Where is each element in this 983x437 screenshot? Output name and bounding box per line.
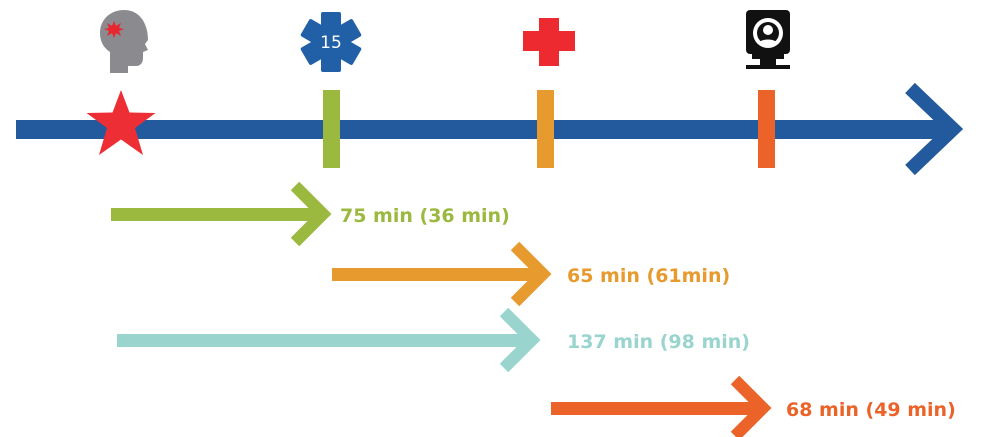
duration-ems-to-hospital: 65 min (61min) bbox=[332, 241, 730, 307]
event-ems: 15 bbox=[300, 12, 362, 168]
imaging-tick bbox=[758, 90, 775, 168]
mri-scanner-icon bbox=[746, 10, 790, 69]
ems-number: 15 bbox=[320, 33, 342, 53]
timeline-axis bbox=[16, 82, 964, 176]
duration-label: 137 min (98 min) bbox=[567, 331, 750, 353]
brain-stroke-icon bbox=[100, 10, 148, 73]
star-icon bbox=[86, 90, 156, 155]
duration-label: 75 min (36 min) bbox=[340, 205, 510, 227]
event-imaging bbox=[746, 10, 790, 168]
hospital-tick bbox=[537, 90, 554, 168]
duration-hospital-to-imaging: 68 min (49 min) bbox=[551, 375, 956, 437]
ems-tick bbox=[323, 90, 340, 168]
event-hospital bbox=[523, 18, 575, 168]
event-onset bbox=[86, 10, 156, 155]
star-of-life-icon: 15 bbox=[300, 12, 362, 72]
duration-label: 68 min (49 min) bbox=[786, 399, 956, 421]
red-cross-icon bbox=[523, 18, 575, 66]
duration-onset-to-hospital: 137 min (98 min) bbox=[117, 307, 750, 373]
duration-onset-to-ems: 75 min (36 min) bbox=[111, 181, 510, 247]
duration-label: 65 min (61min) bbox=[567, 265, 730, 287]
